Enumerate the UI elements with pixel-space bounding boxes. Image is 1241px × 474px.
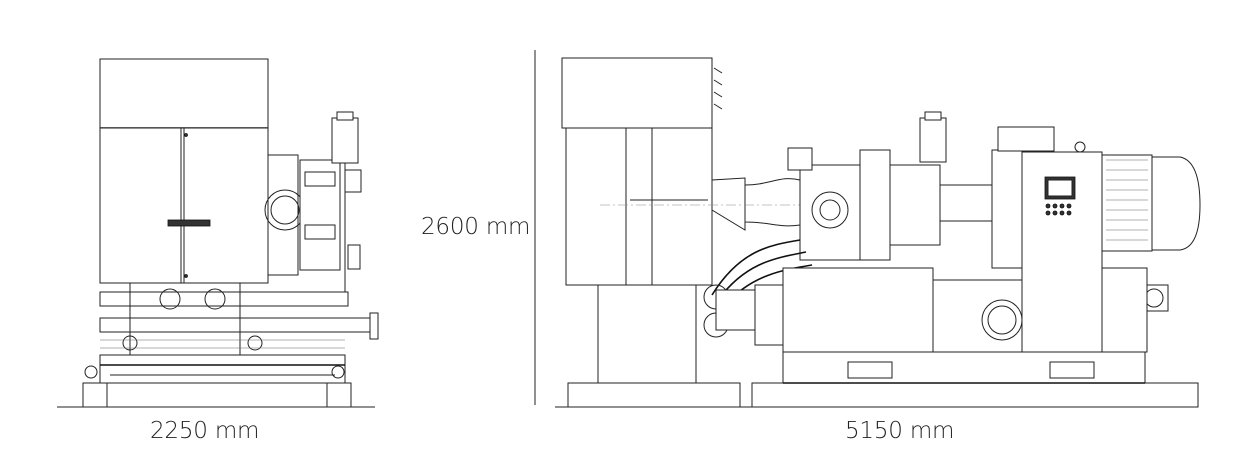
side-oil-tank — [932, 279, 1026, 353]
side-view — [555, 57, 1201, 408]
front-hood — [99, 58, 269, 129]
front-compressor-housing — [267, 154, 299, 276]
front-width-dimension: 2250 mm — [150, 418, 260, 444]
side-compressor — [799, 164, 861, 261]
front-pipe-lower — [99, 317, 371, 333]
side-motor-coupling — [991, 149, 1023, 269]
side-base-right — [751, 382, 1199, 408]
side-motor — [1101, 154, 1153, 252]
side-enclosure — [565, 127, 627, 286]
front-view — [57, 58, 379, 408]
side-filter — [919, 117, 947, 163]
front-nameplate — [167, 219, 211, 227]
front-pipe-upper — [99, 291, 349, 307]
front-filter — [331, 117, 359, 164]
height-dimension: 2600 mm — [421, 214, 531, 240]
front-base-frame — [82, 382, 352, 408]
side-hood — [561, 57, 713, 129]
side-hose-1 — [711, 239, 801, 296]
side-cooler — [782, 267, 934, 353]
side-inlet-cone — [711, 177, 746, 231]
side-length-dimension: 5150 mm — [845, 418, 955, 444]
front-skid — [99, 354, 346, 384]
side-motor-fan-cover — [1151, 156, 1201, 251]
side-base-left — [567, 382, 741, 408]
